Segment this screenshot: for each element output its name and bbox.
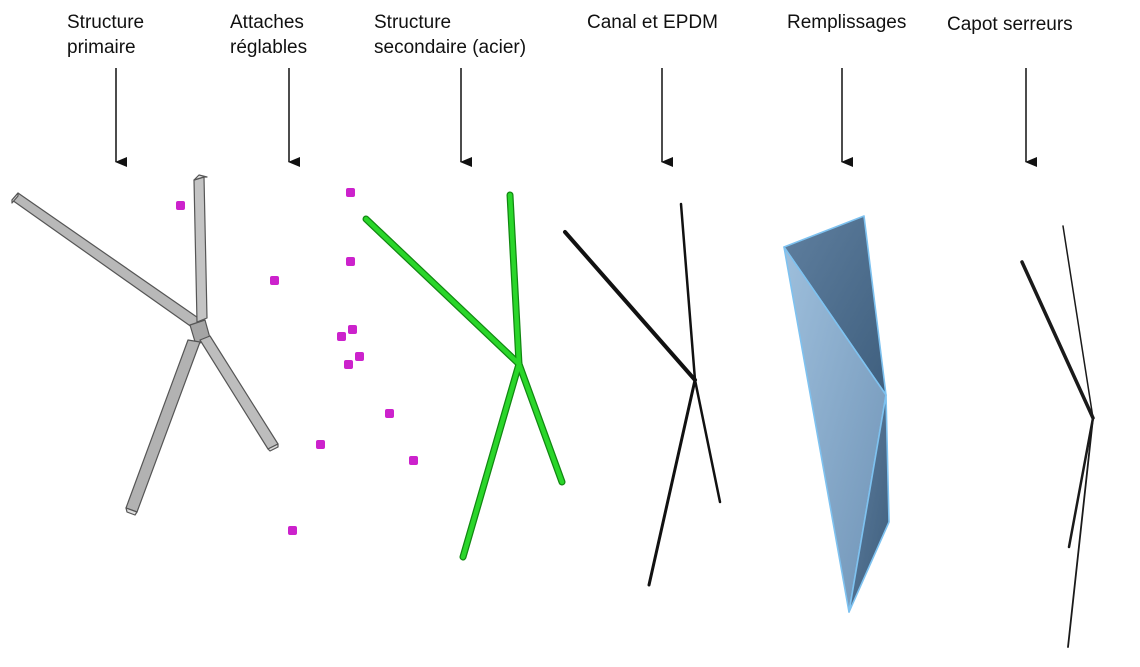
label-primary-line1: Structure <box>67 12 145 33</box>
label-adjustable-brackets: Attaches réglables <box>230 10 307 60</box>
label-infills-line1: Remplissages <box>787 12 907 33</box>
infill-panels <box>783 215 890 613</box>
pointer-arrows <box>115 68 1037 167</box>
cover-clamps-frame <box>1020 225 1095 648</box>
secondary-structure-frame <box>362 191 566 561</box>
label-channel-line1: Canal et EPDM <box>587 12 718 33</box>
label-cover-clamps: Capot serreurs <box>947 12 1073 37</box>
label-brackets-line1: Attaches <box>230 12 304 33</box>
adjustable-brackets <box>176 188 418 535</box>
label-secondary-line2: secondaire (acier) <box>374 37 527 58</box>
label-cover-line1: Capot serreurs <box>947 14 1073 35</box>
label-infills: Remplissages <box>787 10 906 35</box>
label-channel-epdm: Canal et EPDM <box>587 10 718 35</box>
label-primary-structure: Structure primaire <box>67 10 144 60</box>
primary-structure-frame <box>11 174 279 516</box>
label-primary-line2: primaire <box>67 37 136 58</box>
label-brackets-line2: réglables <box>230 37 308 58</box>
label-secondary-structure: Structure secondaire (acier) <box>374 10 526 60</box>
label-secondary-line1: Structure <box>374 12 452 33</box>
channel-epdm-frame <box>563 202 722 587</box>
